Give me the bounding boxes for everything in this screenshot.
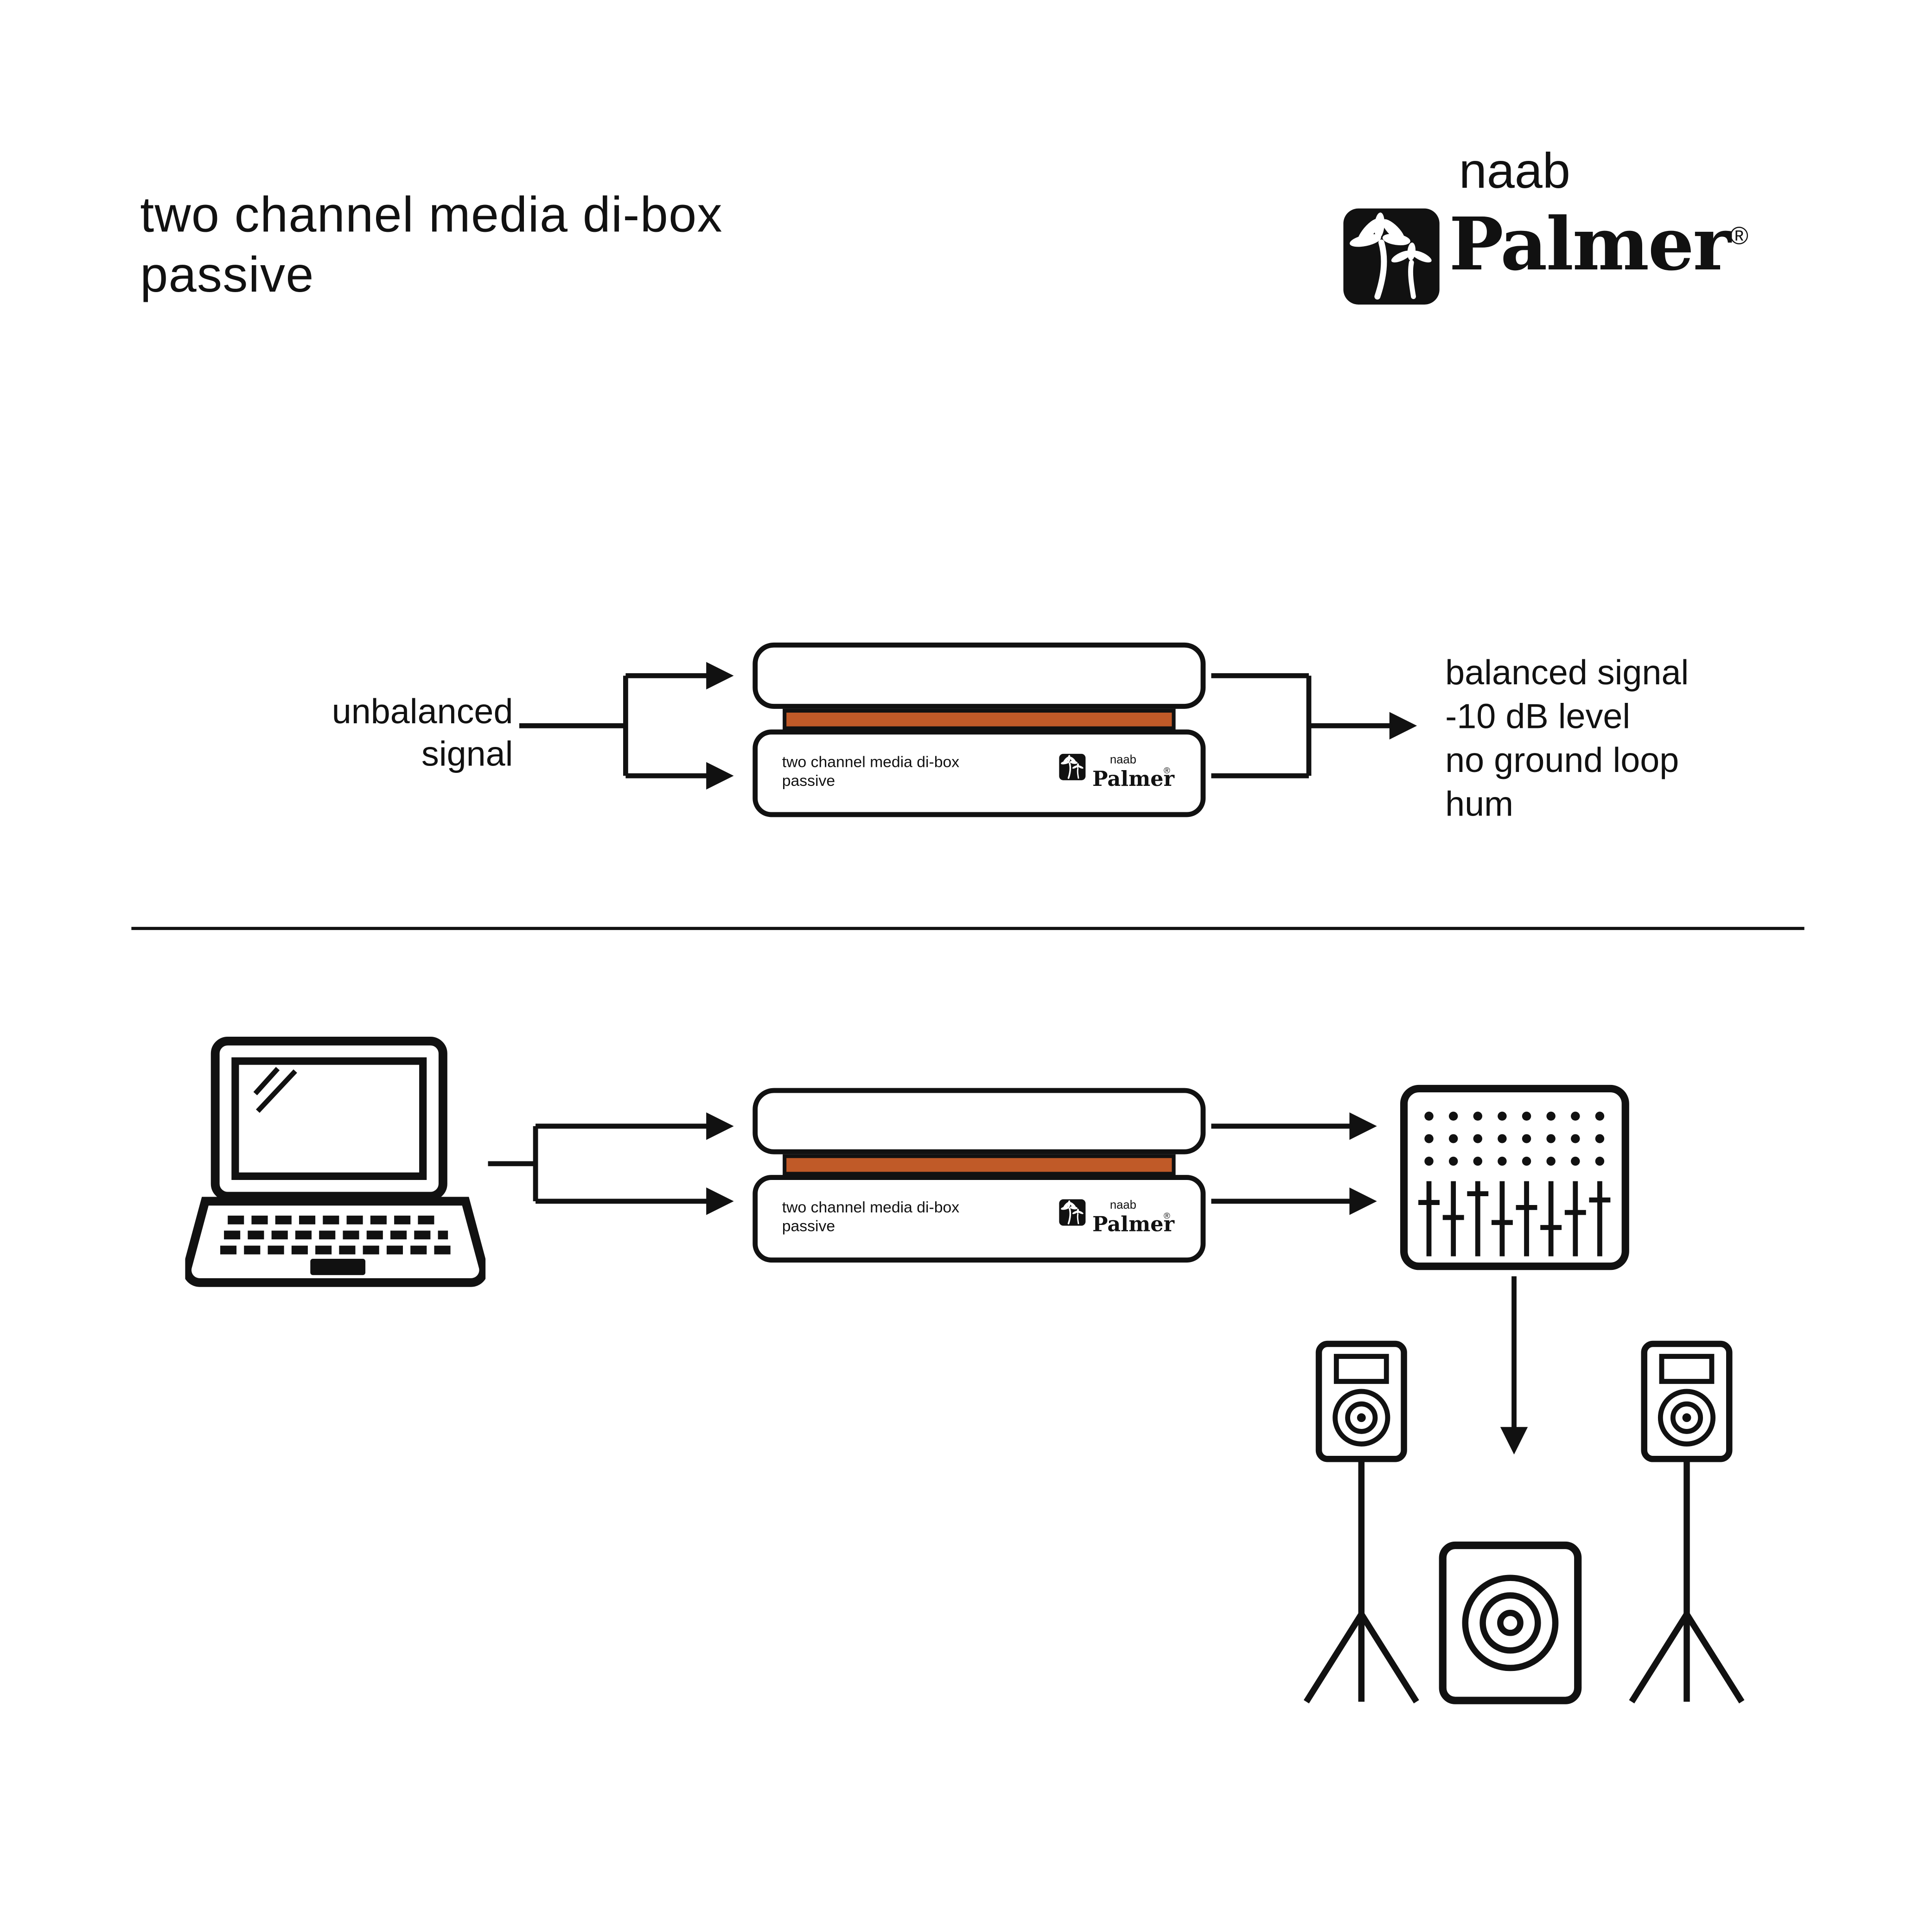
di-box-stripe: [783, 1154, 1176, 1176]
output-line-1: balanced signal: [1445, 653, 1689, 692]
di-box-lid: [752, 1088, 1206, 1154]
output-line-4: hum: [1445, 784, 1514, 823]
di-box-brand-wordmark: Palmer: [1092, 766, 1174, 791]
unbalanced-signal-line2: signal: [421, 734, 513, 773]
di-box-label-line2: passive: [782, 772, 835, 790]
di-box-lid: [752, 642, 1206, 709]
di-box-brand-wordmark: Palmer: [1092, 1212, 1174, 1237]
di-box-top: two channel media di-box passive naab Pa…: [752, 642, 1206, 817]
di-box-stripe: [783, 708, 1176, 730]
di-box-body: [752, 729, 1206, 817]
laptop-icon: [185, 1036, 486, 1287]
di-box-bottom: two channel media di-box passive naab Pa…: [752, 1088, 1206, 1263]
brand-wordmark-text: Palmer: [1449, 202, 1731, 287]
bottom-output-connector: [1211, 1112, 1377, 1215]
unbalanced-signal-line1: unbalanced: [332, 692, 513, 731]
di-box-brand-naab: naab: [1110, 753, 1136, 766]
di-box-brand: naab Palmer ®: [1058, 1199, 1175, 1237]
output-line-2: -10 dB level: [1445, 697, 1631, 736]
top-output-connector: [1211, 673, 1417, 778]
output-line-3: no ground loop: [1445, 740, 1679, 780]
di-box-brand-naab: naab: [1110, 1199, 1136, 1211]
di-box-label-line1: two channel media di-box: [782, 753, 960, 771]
di-box-registered-mark: ®: [1164, 766, 1170, 776]
subwoofer-icon: [1439, 1541, 1582, 1704]
brand-wordmark: Palmer®: [1449, 198, 1748, 283]
balanced-signal-label: balanced signal -10 dB level no ground l…: [1445, 650, 1689, 826]
di-box-brand: naab Palmer ®: [1058, 753, 1175, 791]
speaker-left-icon: [1291, 1339, 1431, 1708]
palm-tree-icon: [1058, 1199, 1086, 1226]
brand-logo: naab Palmer®: [1449, 144, 1748, 283]
unbalanced-signal-label: unbalanced signal: [298, 691, 513, 776]
registered-mark: ®: [1730, 223, 1748, 250]
di-box-body: [752, 1175, 1206, 1263]
di-box-registered-mark: ®: [1164, 1211, 1170, 1221]
brand-naab-label: naab: [1459, 144, 1570, 199]
bottom-input-connector: [488, 1112, 734, 1215]
palm-tree-icon: [1058, 753, 1086, 781]
top-input-connector: [519, 662, 734, 790]
palm-tree-icon: [1341, 206, 1441, 306]
speaker-right-icon: [1617, 1339, 1757, 1708]
page-title-line2: passive: [140, 248, 314, 303]
page-title-line1: two channel media di-box: [140, 187, 723, 243]
mixer-icon: [1400, 1084, 1629, 1270]
di-box-label-line1: two channel media di-box: [782, 1199, 960, 1216]
page-title: two channel media di-box passive: [140, 185, 723, 305]
di-box-label-line2: passive: [782, 1218, 835, 1235]
